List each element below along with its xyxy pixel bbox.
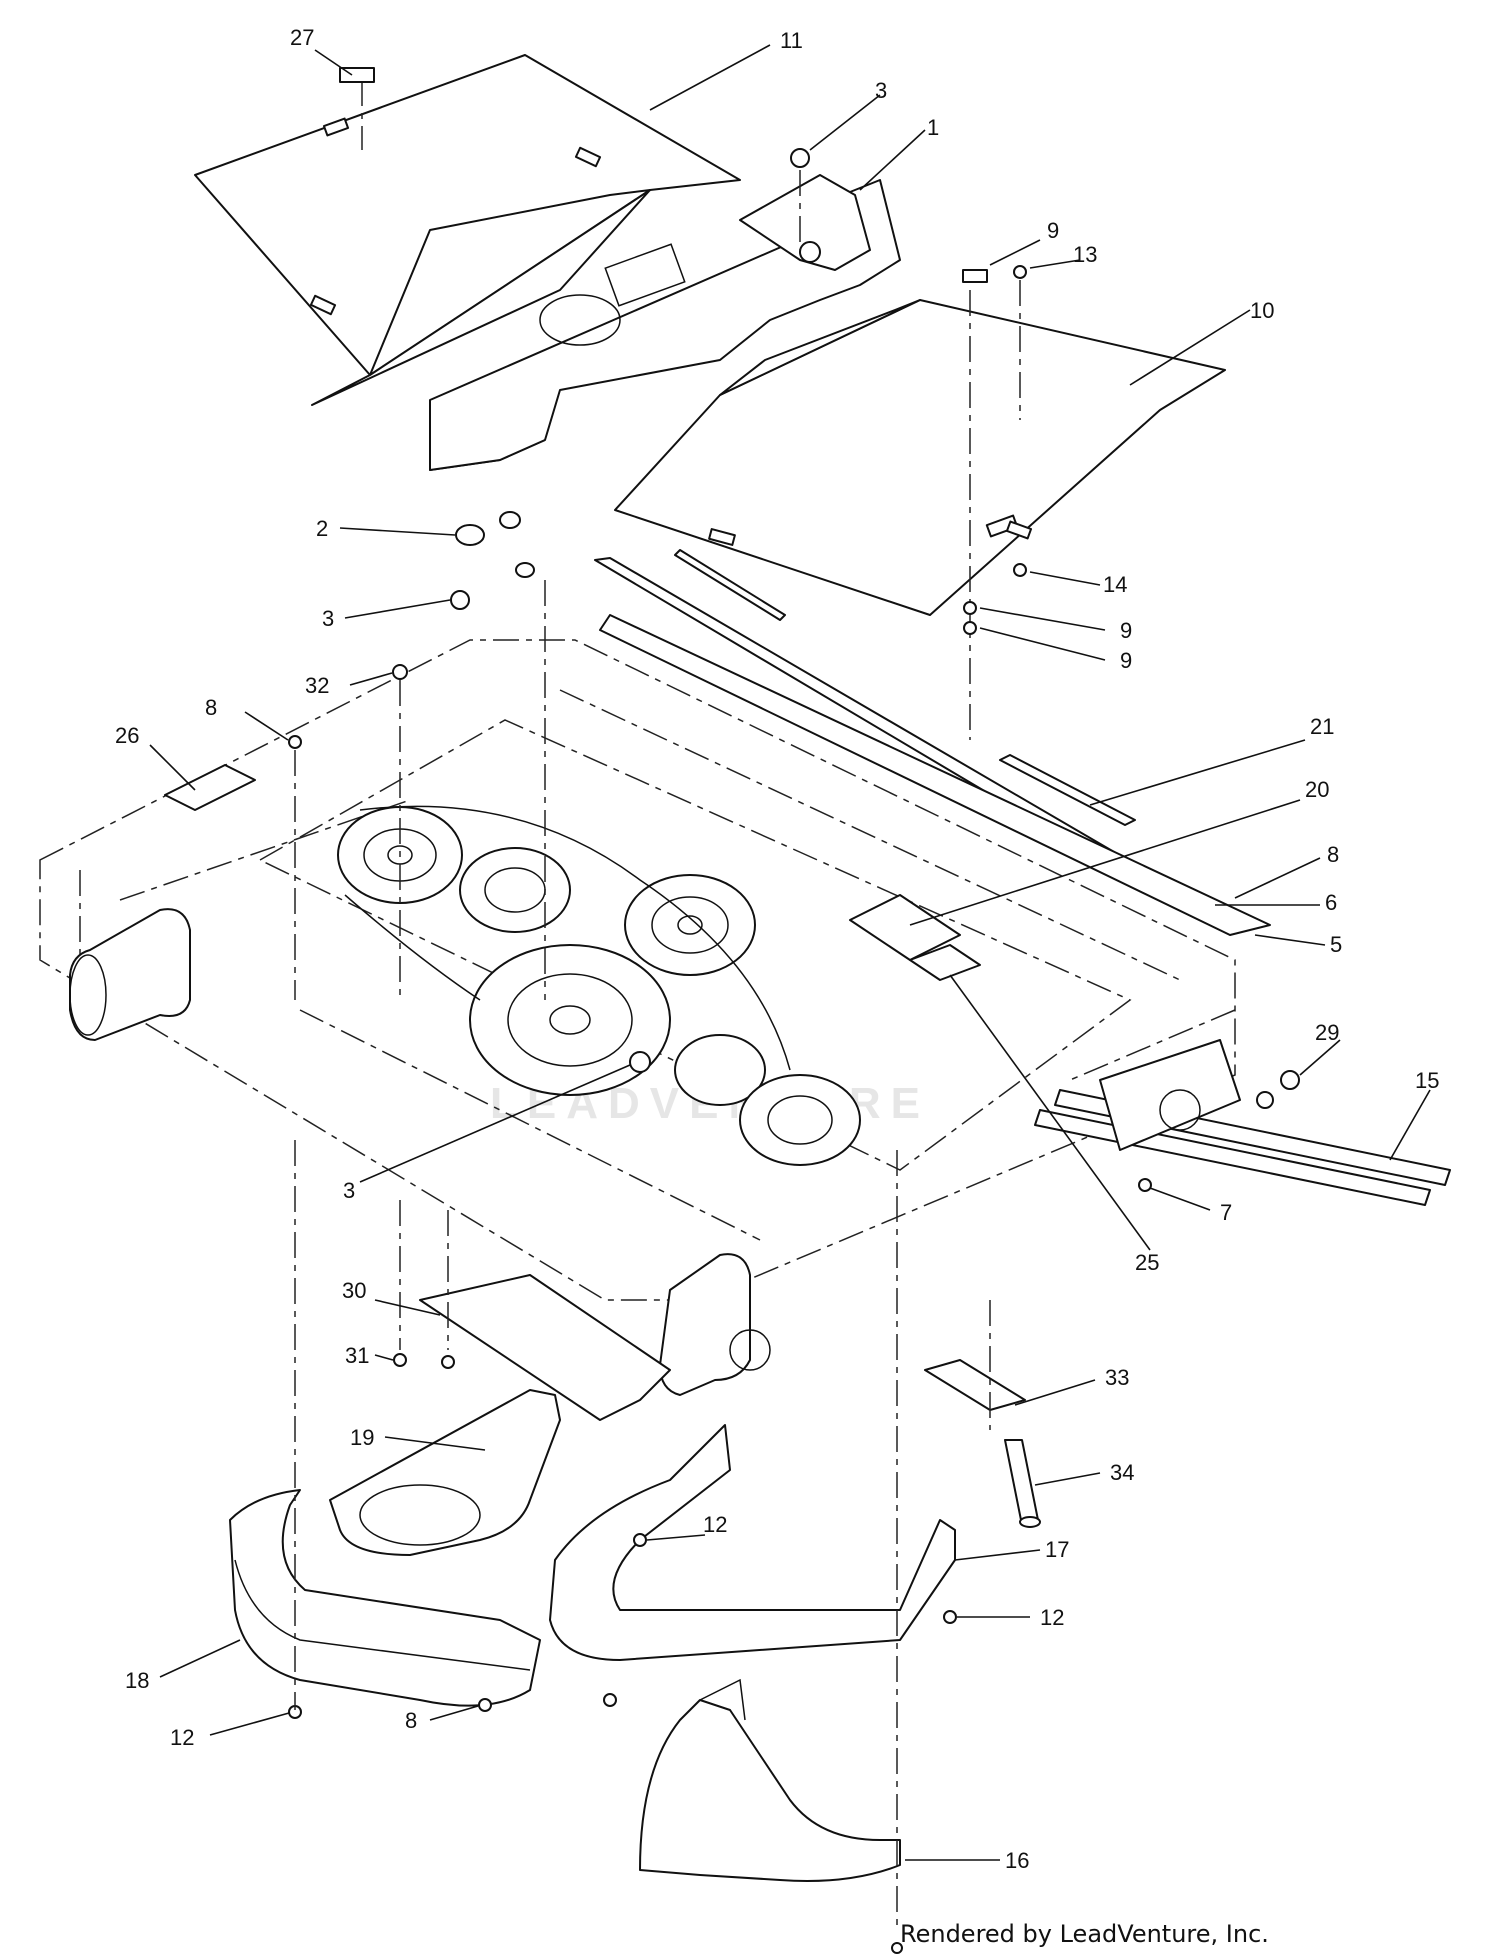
credit-text: Rendered by LeadVenture, Inc. — [900, 1920, 1269, 1948]
washer-29a — [1280, 1070, 1300, 1090]
callout-1: 1 — [927, 115, 939, 140]
screw-12-bottom — [603, 1693, 617, 1707]
bolt-8 — [288, 735, 302, 749]
callout-9: 9 — [1120, 648, 1132, 673]
callout-11: 11 — [780, 28, 803, 53]
callout-31: 31 — [345, 1343, 369, 1368]
callout-15: 15 — [1415, 1068, 1439, 1093]
callout-12: 12 — [1040, 1605, 1064, 1630]
bolt-13 — [1013, 265, 1027, 279]
bolt-7 — [1138, 1178, 1152, 1192]
deck-cross-tube — [69, 908, 751, 1396]
callout-34: 34 — [1110, 1460, 1134, 1485]
callout-26: 26 — [115, 723, 139, 748]
plate-33 — [924, 1359, 1026, 1411]
clip-9 — [962, 269, 988, 283]
strips-5-6-21 — [594, 549, 1271, 936]
mower-deck-frame — [39, 639, 1236, 1301]
callout-7: 7 — [1220, 1200, 1232, 1225]
callout-9: 9 — [1120, 618, 1132, 643]
callout-18: 18 — [125, 1668, 149, 1693]
callout-25: 25 — [1135, 1250, 1159, 1275]
callout-32: 32 — [305, 673, 329, 698]
right-shield-10 — [614, 299, 1226, 616]
bolt-34 — [1004, 1439, 1041, 1528]
deck-pulleys — [337, 805, 861, 1166]
leader-lines — [149, 44, 1431, 1861]
bolt-2 — [455, 511, 535, 578]
callout-30: 30 — [342, 1278, 366, 1303]
callout-3: 3 — [322, 606, 334, 631]
callout-8: 8 — [405, 1708, 417, 1733]
callout-16: 16 — [1005, 1848, 1029, 1873]
deck-side-bracket — [1099, 1039, 1241, 1151]
nut-3-top — [790, 148, 810, 168]
callout-6: 6 — [1325, 890, 1337, 915]
screw-31 — [393, 1353, 407, 1367]
callout-2: 2 — [316, 516, 328, 541]
callout-33: 33 — [1105, 1365, 1129, 1390]
callout-labels: 27 11 3 1 9 13 10 2 14 3 9 9 32 8 26 21 … — [115, 25, 1439, 1873]
skirt-17 — [549, 1424, 956, 1661]
callout-10: 10 — [1250, 298, 1274, 323]
bolt-15 — [1034, 1089, 1451, 1206]
skirt-16 — [639, 1678, 901, 1882]
callout-8: 8 — [205, 695, 217, 720]
callout-9: 9 — [1047, 218, 1059, 243]
bracket-30 — [419, 1274, 671, 1421]
decal-26 — [164, 764, 256, 811]
callout-8: 8 — [1327, 842, 1339, 867]
callout-13: 13 — [1073, 242, 1097, 267]
nut-9a — [963, 601, 977, 615]
callout-29: 29 — [1315, 1020, 1339, 1045]
callout-21: 21 — [1310, 714, 1334, 739]
callout-12: 12 — [703, 1512, 727, 1537]
callout-19: 19 — [350, 1425, 374, 1450]
pulley-cover-19 — [329, 1389, 561, 1556]
callout-3: 3 — [875, 78, 887, 103]
callout-20: 20 — [1305, 777, 1329, 802]
callout-3: 3 — [343, 1178, 355, 1203]
mount-bracket-1 — [429, 174, 901, 471]
nut-9b — [963, 621, 977, 635]
left-shield-11 — [194, 54, 741, 406]
skirt-18 — [229, 1489, 541, 1707]
nut-8-low — [478, 1698, 492, 1712]
callout-14: 14 — [1103, 572, 1127, 597]
screw-12-right — [943, 1610, 957, 1624]
screw-31b — [441, 1355, 455, 1369]
decal-25 — [909, 944, 981, 981]
screw-16 — [891, 1942, 903, 1954]
bolt-32 — [392, 664, 408, 680]
callout-5: 5 — [1330, 932, 1342, 957]
callout-27: 27 — [290, 25, 314, 50]
callout-17: 17 — [1045, 1537, 1069, 1562]
nut-3-low — [629, 1051, 651, 1073]
screw-12-mid — [633, 1533, 647, 1547]
decal-20 — [849, 894, 961, 961]
nut-3-mid — [450, 590, 470, 610]
nut-14 — [1013, 563, 1027, 577]
washer-29b — [1256, 1091, 1274, 1109]
decal-27 — [339, 67, 375, 83]
callout-12: 12 — [170, 1725, 194, 1750]
